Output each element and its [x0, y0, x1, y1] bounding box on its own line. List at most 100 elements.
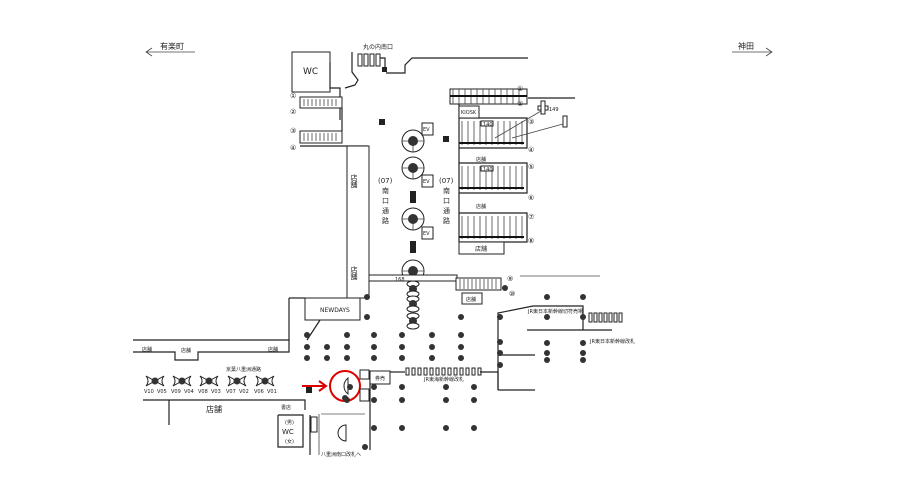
- pillar: [324, 355, 330, 361]
- pillar: [429, 355, 435, 361]
- platform-stairs-9-10[interactable]: 店舗: [455, 277, 502, 305]
- jr-east-ticket-office-label[interactable]: JR東日本新幹線切符売場: [527, 308, 583, 315]
- shop-label[interactable]: 店舗: [181, 347, 191, 354]
- platform-10-number: ⑩: [509, 290, 515, 298]
- direction-yurakucho[interactable]: 有楽町: [145, 41, 195, 57]
- shop-label[interactable]: 店舗: [142, 346, 152, 353]
- newdays-store[interactable]: NEWDAYS: [304, 297, 361, 321]
- pillar: [371, 332, 377, 338]
- shop-right-1[interactable]: 店舗: [476, 156, 486, 163]
- svg-text:149: 149: [549, 107, 559, 113]
- pillar: [580, 357, 586, 363]
- kiosk[interactable]: KIOSK: [458, 105, 480, 119]
- pillar: [399, 397, 405, 403]
- shop-label: 店舗: [350, 173, 358, 189]
- platform-6-number: ⑥: [528, 194, 534, 202]
- svg-text:路: 路: [382, 216, 389, 225]
- escalator-small[interactable]: [406, 295, 420, 313]
- pillar: [497, 339, 503, 345]
- pillar: [443, 397, 449, 403]
- pillar: [304, 344, 310, 350]
- svg-text:V06: V06: [254, 389, 264, 395]
- direction-kanda[interactable]: 神田: [732, 41, 773, 57]
- platform-stairs-1-2[interactable]: [299, 96, 343, 109]
- cross-marker: 149: [494, 100, 568, 139]
- svg-text:口: 口: [443, 197, 450, 205]
- pillar: [364, 294, 370, 300]
- direction-label-yurakucho: 有楽町: [160, 41, 184, 51]
- marunouchi-south-exit-label[interactable]: 丸の内南口: [363, 43, 393, 51]
- shop-right-3[interactable]: 店舗: [458, 241, 505, 255]
- shop-column-left[interactable]: 店舗 店舗: [346, 145, 370, 299]
- svg-text:書店: 書店: [281, 404, 291, 411]
- platform-3-number: ③: [290, 127, 296, 135]
- pillar: [497, 350, 503, 356]
- platform-9-number: ⑨: [507, 275, 513, 283]
- direction-label-kanda: 神田: [738, 41, 754, 51]
- ticket-counter[interactable]: 券売: [369, 370, 391, 385]
- bookstore[interactable]: 書店: [281, 404, 291, 411]
- elevator-3[interactable]: EV: [421, 226, 434, 240]
- svg-text:V07: V07: [226, 389, 236, 395]
- jr-east-shinkansen-gates[interactable]: [588, 312, 623, 323]
- escalator[interactable]: [401, 156, 425, 180]
- pillar: [429, 332, 435, 338]
- platform-2-number: ②: [290, 108, 296, 116]
- pillar: [497, 362, 503, 368]
- svg-text:通: 通: [382, 206, 389, 215]
- label-140-text: 140: [483, 122, 493, 128]
- platform-8-number: ⑧: [528, 237, 534, 245]
- svg-text:券売: 券売: [375, 375, 385, 382]
- escalator-small[interactable]: [406, 280, 420, 298]
- yaesu-south-exit-label[interactable]: 八重洲南口改札へ: [321, 451, 361, 458]
- platform-7-number: ⑦: [528, 213, 534, 221]
- pillar: [443, 425, 449, 431]
- platform-5-number: ⑤: [528, 163, 534, 171]
- platform-3-number: ③: [528, 118, 534, 126]
- svg-text:(07): (07): [439, 177, 454, 185]
- shop-label[interactable]: 店舗: [268, 346, 278, 353]
- elevator-1[interactable]: EV: [421, 122, 434, 136]
- svg-text:店舗: 店舗: [476, 156, 486, 163]
- shop-right-2[interactable]: 店舗: [476, 203, 486, 210]
- platform-2-number: ②: [517, 100, 523, 108]
- jr-tokai-shinkansen-gates[interactable]: [405, 367, 482, 376]
- escalator-icon: [337, 424, 347, 442]
- locker-icon: [443, 136, 449, 142]
- locker-icon: [410, 191, 416, 203]
- wc-bottom[interactable]: (男) WC (女): [282, 420, 294, 445]
- svg-text:南: 南: [443, 186, 450, 195]
- office-box: [359, 369, 370, 380]
- pillar: [471, 425, 477, 431]
- platform-stairs-3-4[interactable]: [299, 130, 343, 144]
- pillar: [371, 355, 377, 361]
- platform-4-number: ④: [290, 144, 296, 152]
- escalator[interactable]: [401, 207, 425, 231]
- pillar: [443, 384, 449, 390]
- shop-label-large[interactable]: 店舗: [206, 404, 222, 414]
- svg-text:EV: EV: [423, 231, 430, 237]
- pillar: [342, 395, 348, 401]
- wc-top[interactable]: WC: [291, 51, 331, 93]
- platform-1-number: ①: [517, 85, 523, 93]
- svg-text:南: 南: [382, 186, 389, 195]
- elevator-2[interactable]: EV: [421, 174, 434, 188]
- escalator-small[interactable]: [406, 312, 420, 330]
- jr-east-gate-label: JR東日本新幹線改札: [589, 338, 635, 345]
- pillar: [399, 344, 405, 350]
- escalator-group[interactable]: [401, 129, 425, 330]
- jr-tokai-gate-label: JR東海新幹線改札: [423, 376, 464, 383]
- locker-icon: [379, 119, 385, 125]
- pillar: [362, 444, 368, 450]
- pillar: [544, 340, 550, 346]
- escalator[interactable]: [401, 129, 425, 153]
- pillar: [371, 397, 377, 403]
- pillar: [458, 355, 464, 361]
